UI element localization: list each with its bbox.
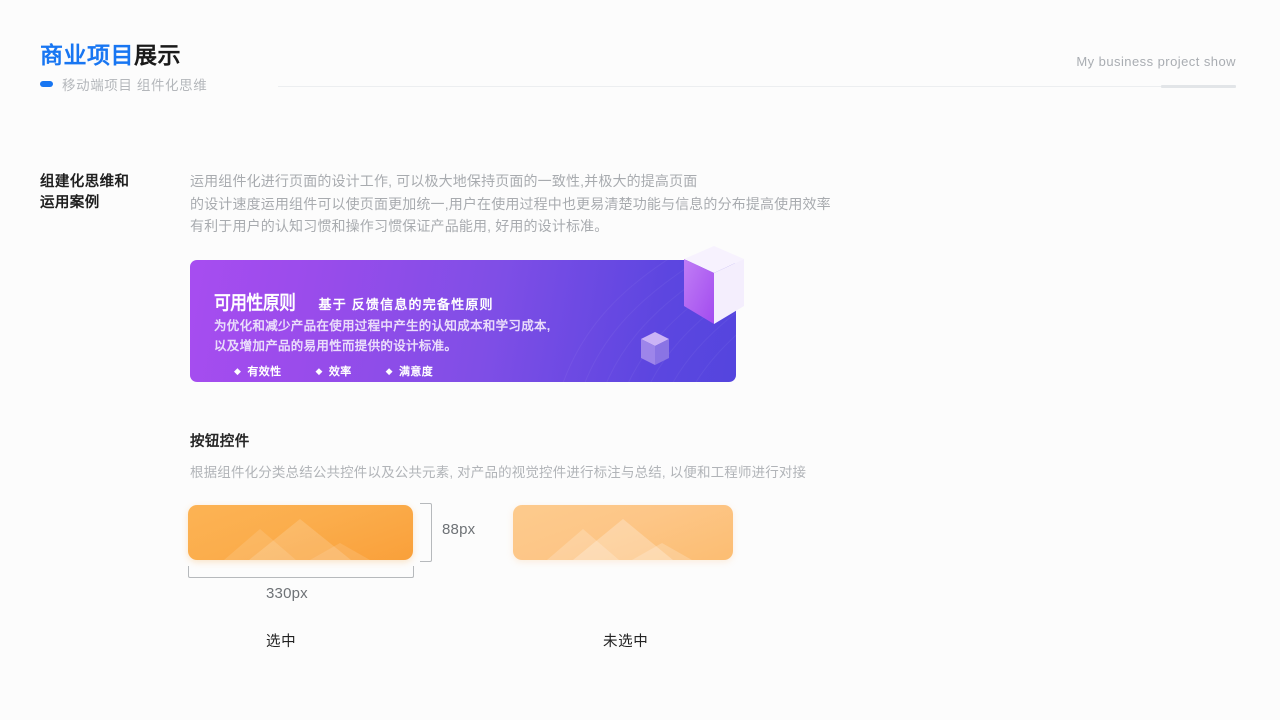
button-unselected-caption: 未选中 <box>603 634 649 650</box>
banner-subtitle: 基于 反馈信息的完备性原则 <box>318 297 494 312</box>
banner-tag-label: 有效性 <box>247 366 282 378</box>
header-divider <box>278 86 1236 87</box>
mountain-pattern-icon <box>224 519 370 560</box>
diamond-icon: ◆ <box>385 365 393 376</box>
page-title: 商业项目展示 <box>40 36 181 70</box>
banner-title: 可用性原则 <box>214 292 296 314</box>
height-dimension-label: 88px <box>442 521 476 538</box>
button-selected-caption: 选中 <box>266 634 297 650</box>
header-tagline: My business project show <box>1076 54 1236 69</box>
banner-title-row: 可用性原则 基于 反馈信息的完备性原则 <box>214 288 494 315</box>
banner-tag: ◆ 效率 <box>316 363 352 379</box>
width-dimension-label: 330px <box>266 585 308 602</box>
section-description-line: 运用组件化进行页面的设计工作, 可以极大地保持页面的一致性,并极大的提高页面 <box>190 173 698 189</box>
banner-surface: 可用性原则 基于 反馈信息的完备性原则 为优化和减少产品在使用过程中产生的认知成… <box>190 260 736 382</box>
diamond-icon: ◆ <box>315 365 323 376</box>
banner-tag-list: ◆ 有效性 ◆ 效率 ◆ 满意度 <box>234 363 433 379</box>
page-title-accent: 商业项目 <box>40 42 134 68</box>
section-description-line: 有利于用户的认知习惯和操作习惯保证产品能用, 好用的设计标准。 <box>190 218 609 234</box>
banner-tag-label: 效率 <box>328 366 352 378</box>
controls-description: 根据组件化分类总结公共控件以及公共元素, 对产品的视觉控件进行标注与总结, 以便… <box>190 465 807 480</box>
cube-3d-large-icon <box>684 246 744 324</box>
header-divider-cap <box>1161 85 1236 88</box>
page-header: 商业项目展示 移动端项目 组件化思维 My business project s… <box>0 0 1280 96</box>
width-dimension-bracket <box>188 566 414 578</box>
banner-tag: ◆ 有效性 <box>234 363 282 379</box>
banner-tag-label: 满意度 <box>399 366 434 378</box>
cube-3d-small-icon <box>641 332 669 365</box>
button-unselected[interactable] <box>513 505 733 560</box>
page-title-rest: 展示 <box>134 42 181 68</box>
diamond-icon: ◆ <box>234 365 242 376</box>
banner-description: 为优化和减少产品在使用过程中产生的认知成本和学习成本, 以及增加产品的易用性而提… <box>214 316 684 356</box>
breadcrumb: 移动端项目 组件化思维 <box>40 74 207 94</box>
banner-tag: ◆ 满意度 <box>386 363 434 379</box>
banner-content: 可用性原则 基于 反馈信息的完备性原则 为优化和减少产品在使用过程中产生的认知成… <box>214 260 714 382</box>
section-title: 组建化思维和 运用案例 <box>40 172 180 214</box>
banner-description-line: 以及增加产品的易用性而提供的设计标准。 <box>214 339 458 353</box>
section-title-line-2: 运用案例 <box>40 195 100 211</box>
section-description: 运用组件化进行页面的设计工作, 可以极大地保持页面的一致性,并极大的提高页面 的… <box>190 170 935 238</box>
section-description-line: 的设计速度运用组件可以使页面更加统一,用户在使用过程中也更易清楚功能与信息的分布… <box>190 195 831 212</box>
section-title-line-1: 组建化思维和 <box>40 174 130 190</box>
usability-banner: 可用性原则 基于 反馈信息的完备性原则 为优化和减少产品在使用过程中产生的认知成… <box>190 246 744 382</box>
breadcrumb-label: 移动端项目 组件化思维 <box>62 78 208 93</box>
button-selected[interactable] <box>188 505 413 560</box>
controls-title: 按钮控件 <box>190 434 250 450</box>
blue-pill-dot-icon <box>40 81 53 87</box>
height-dimension-bracket <box>420 503 432 562</box>
mountain-pattern-icon <box>547 519 692 560</box>
banner-description-line: 为优化和减少产品在使用过程中产生的认知成本和学习成本, <box>214 319 551 333</box>
